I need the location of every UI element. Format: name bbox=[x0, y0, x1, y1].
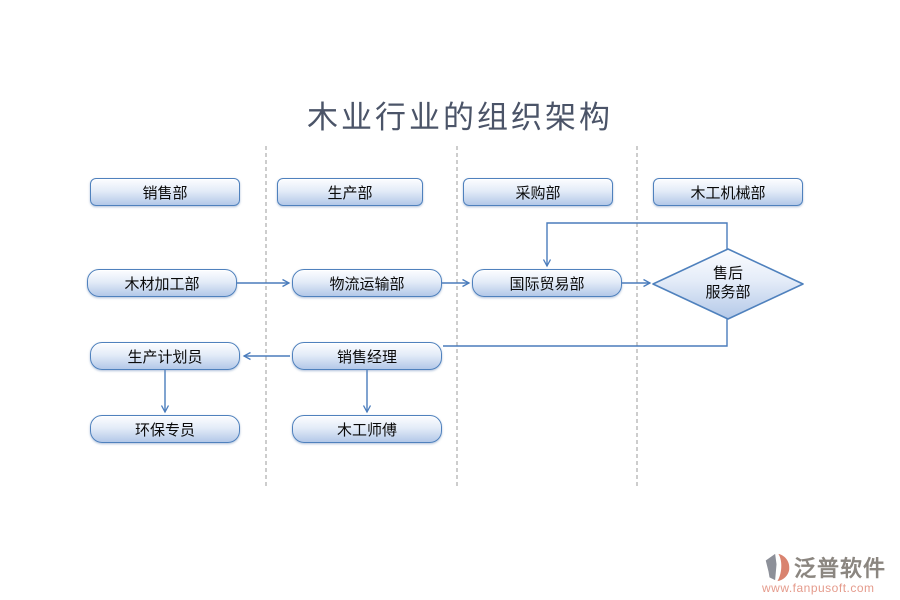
brand-name: 泛普软件 bbox=[793, 556, 886, 581]
brand-url: www.fanpusoft.com bbox=[761, 581, 875, 595]
node-carpenter-master: 木工师傅 bbox=[292, 415, 442, 443]
node-environmental-specialist: 环保专员 bbox=[90, 415, 240, 443]
node-purchasing-dept: 采购部 bbox=[463, 178, 613, 206]
node-woodworking-machinery-dept: 木工机械部 bbox=[653, 178, 803, 206]
brand-watermark: 泛普软件 www.fanpusoft.com bbox=[762, 551, 886, 595]
node-logistics-transport-dept: 物流运输部 bbox=[292, 269, 442, 297]
node-aftersales-service-dept: 售后 服务部 bbox=[705, 266, 751, 301]
node-wood-processing-dept: 木材加工部 bbox=[87, 269, 237, 297]
node-production-planner: 生产计划员 bbox=[90, 342, 240, 370]
node-shape-aftersales-service-dept bbox=[652, 248, 804, 320]
fanpu-logo-icon bbox=[765, 553, 790, 582]
diagram-title: 木业行业的组织架构 bbox=[307, 100, 613, 135]
node-intl-trade-dept: 国际贸易部 bbox=[472, 269, 622, 297]
connector-aftersales-service-dept-to-intl-trade-dept bbox=[542, 222, 728, 268]
connector-aftersales-service-dept-to-sales-manager bbox=[443, 319, 728, 347]
node-sales-dept: 销售部 bbox=[90, 178, 240, 206]
node-sales-manager: 销售经理 bbox=[292, 342, 442, 370]
node-production-dept: 生产部 bbox=[277, 178, 423, 206]
